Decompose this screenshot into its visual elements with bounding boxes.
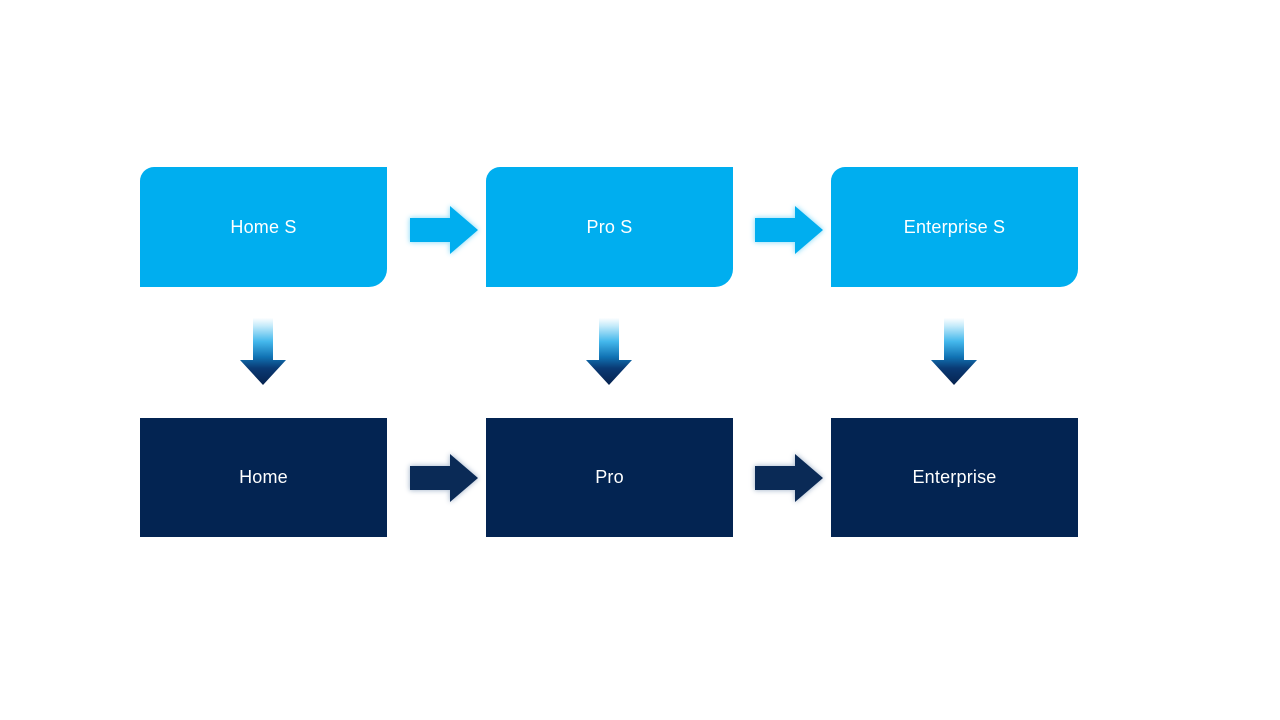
right-arrow-icon xyxy=(755,452,823,504)
down-arrow-icon xyxy=(240,318,286,385)
top-box-col3: Enterprise S xyxy=(831,167,1078,287)
bottom-box-col2: Pro xyxy=(486,418,733,537)
bottom-box-col3: Enterprise xyxy=(831,418,1078,537)
bottom-box-col3-label: Enterprise xyxy=(912,467,997,487)
top-box-col1-label: Home S xyxy=(230,216,297,237)
bottom-box-col1: Home xyxy=(140,418,387,537)
right-arrow-icon xyxy=(410,452,478,504)
bottom-box-col2-label: Pro xyxy=(595,467,624,487)
top-box-col3-label: Enterprise S xyxy=(903,216,1006,237)
right-arrow-icon xyxy=(755,204,823,256)
right-arrow-icon xyxy=(410,204,478,256)
down-arrow-icon xyxy=(586,318,632,385)
top-box-col1: Home S xyxy=(140,167,387,287)
top-box-col2-label: Pro S xyxy=(586,216,633,237)
top-box-col2: Pro S xyxy=(486,167,733,287)
bottom-box-col1-label: Home xyxy=(239,467,288,487)
down-arrow-icon xyxy=(931,318,977,385)
